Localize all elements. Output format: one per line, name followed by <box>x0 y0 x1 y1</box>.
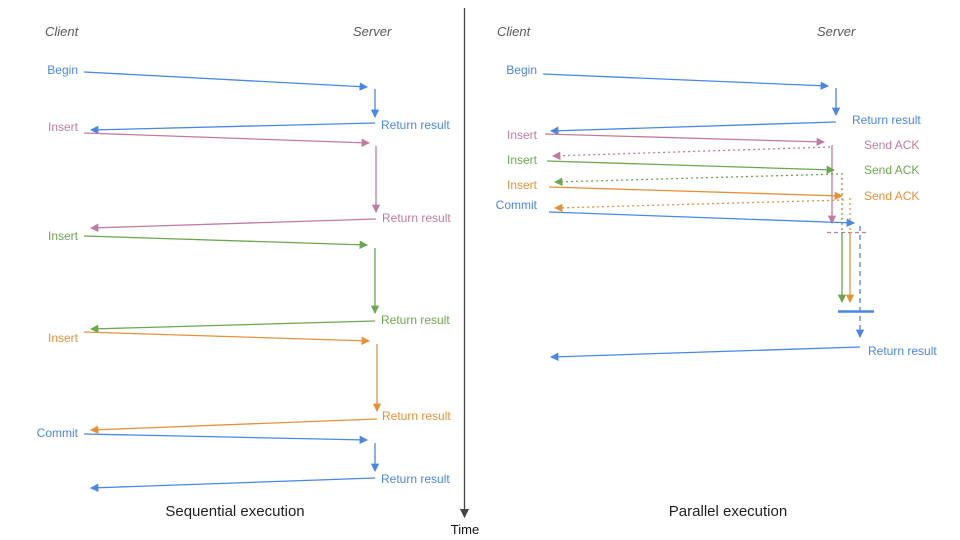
seq-insert1-request-arrow <box>83 132 371 147</box>
par-insert3-label: Insert <box>506 178 537 192</box>
seq-insert3-request-arrow <box>83 331 371 345</box>
seq-insert2-label: Insert <box>47 229 78 243</box>
seq-commit-return-arrow <box>89 477 376 492</box>
seq-insert2-return-arrow <box>89 320 376 334</box>
seq-insert1-flow <box>83 132 381 232</box>
par-insert3-flow <box>548 186 855 304</box>
par-begin-flow <box>542 73 841 135</box>
time-axis-label: Time <box>450 522 480 537</box>
par-commit-flow <box>548 211 874 361</box>
par-client-header: Client <box>497 24 531 39</box>
seq-begin-return-arrow <box>89 122 376 135</box>
seq-return-result-insert3: Return result <box>382 409 451 423</box>
seq-server-header: Server <box>353 24 392 39</box>
seq-commit-flow <box>83 433 380 492</box>
par-insert2-flow <box>546 160 847 304</box>
par-insert1-ack-arrow <box>551 146 831 160</box>
seq-caption: Sequential execution <box>165 503 305 520</box>
parallel-panel-arrows <box>542 73 874 361</box>
seq-insert3-label: Insert <box>47 331 78 345</box>
seq-return-result-commit: Return result <box>381 472 450 486</box>
seq-return-result-begin: Return result <box>381 118 450 132</box>
par-send-ack-insert2: Send ACK <box>864 163 920 177</box>
par-server-header: Server <box>817 24 856 39</box>
par-send-ack-insert3: Send ACK <box>864 189 920 203</box>
par-insert1-label: Insert <box>506 128 537 142</box>
par-return-result-commit: Return result <box>868 344 937 358</box>
seq-insert1-return-arrow <box>89 218 377 232</box>
seq-insert3-flow <box>83 331 382 434</box>
par-send-ack-insert1: Send ACK <box>864 138 920 152</box>
seq-return-result-insert2: Return result <box>381 313 450 327</box>
seq-insert3-return-arrow <box>89 418 378 434</box>
par-return-result-begin: Return result <box>852 113 921 127</box>
par-commit-request-arrow <box>548 211 856 227</box>
seq-commit-request-arrow <box>83 433 369 445</box>
par-insert1-request-arrow <box>544 133 826 147</box>
seq-insert2-request-arrow <box>83 235 369 249</box>
par-begin-request-arrow <box>542 73 830 90</box>
par-insert2-label: Insert <box>506 153 537 167</box>
seq-insert1-label: Insert <box>47 120 78 134</box>
par-caption: Parallel execution <box>668 503 788 520</box>
par-insert1-flow <box>544 133 866 234</box>
seq-begin-flow <box>83 71 380 135</box>
par-commit-label: Commit <box>495 198 537 212</box>
seq-begin-label: Begin <box>47 63 78 77</box>
seq-client-header: Client <box>45 24 79 39</box>
par-insert3-request-arrow <box>548 186 844 200</box>
par-insert3-ack-arrow <box>553 199 845 213</box>
seq-begin-request-arrow <box>83 71 369 91</box>
seq-insert2-flow <box>83 235 380 334</box>
sequential-panel-arrows <box>83 71 382 492</box>
par-insert2-ack-arrow <box>553 173 839 187</box>
par-begin-return-arrow <box>549 121 837 135</box>
par-begin-label: Begin <box>506 63 537 77</box>
seq-commit-label: Commit <box>36 426 78 440</box>
par-final-return-arrow <box>549 346 861 361</box>
seq-return-result-insert1: Return result <box>382 211 451 225</box>
par-insert2-request-arrow <box>546 160 836 174</box>
